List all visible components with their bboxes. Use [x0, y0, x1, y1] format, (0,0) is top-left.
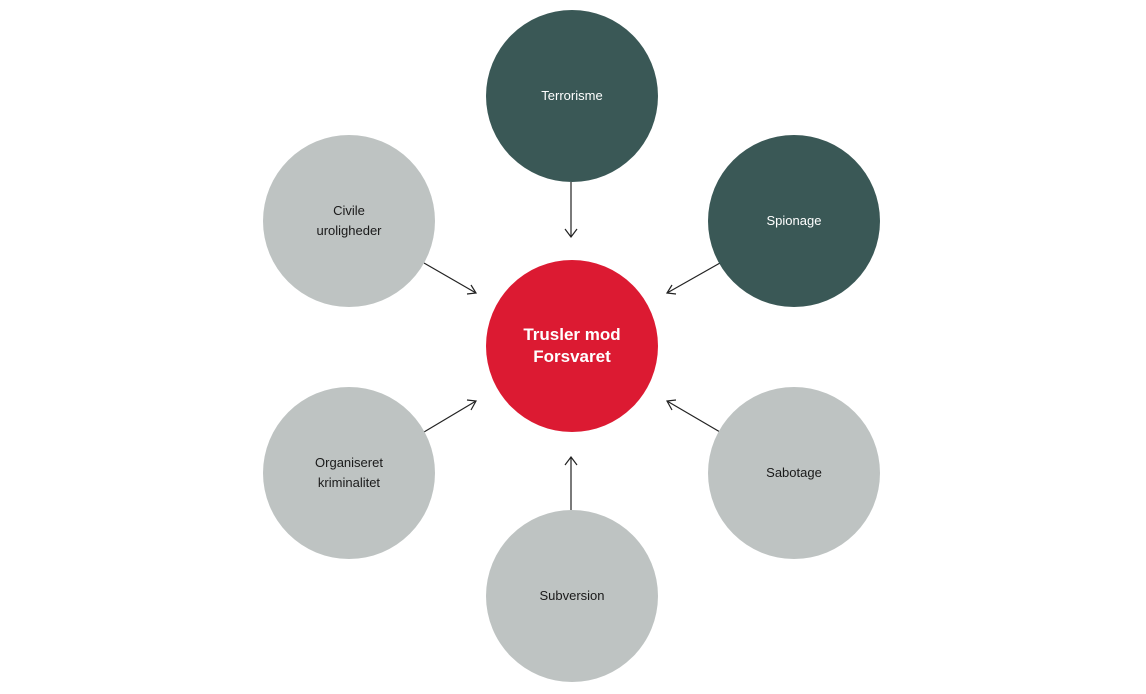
- node-terrorisme: Terrorisme: [486, 10, 658, 182]
- node-label-organiseret: Organiseret kriminalitet: [315, 455, 383, 490]
- arrow-organiseret: [423, 399, 477, 433]
- center-label: Trusler mod Forsvaret: [523, 325, 621, 366]
- node-label-subversion: Subversion: [539, 588, 605, 603]
- node-label-terrorisme: Terrorisme: [541, 88, 603, 103]
- node-label-civile: Civile uroligheder: [316, 203, 382, 238]
- node-organiseret: Organiseret kriminalitet: [263, 387, 435, 559]
- node-subversion: Subversion: [486, 510, 658, 682]
- node-label-sabotage: Sabotage: [766, 465, 822, 480]
- node-civile: Civile uroligheder: [263, 135, 435, 307]
- arrow-sabotage: [666, 399, 721, 433]
- node-sabotage: Sabotage: [708, 387, 880, 559]
- node-spionage: Spionage: [708, 135, 880, 307]
- arrow-terrorisme: [564, 182, 578, 238]
- node-label-spionage: Spionage: [766, 213, 822, 228]
- arrow-subversion: [564, 456, 578, 510]
- arrow-spionage: [665, 262, 721, 295]
- arrow-civile: [423, 262, 478, 295]
- center-node: Trusler mod Forsvaret: [486, 260, 658, 432]
